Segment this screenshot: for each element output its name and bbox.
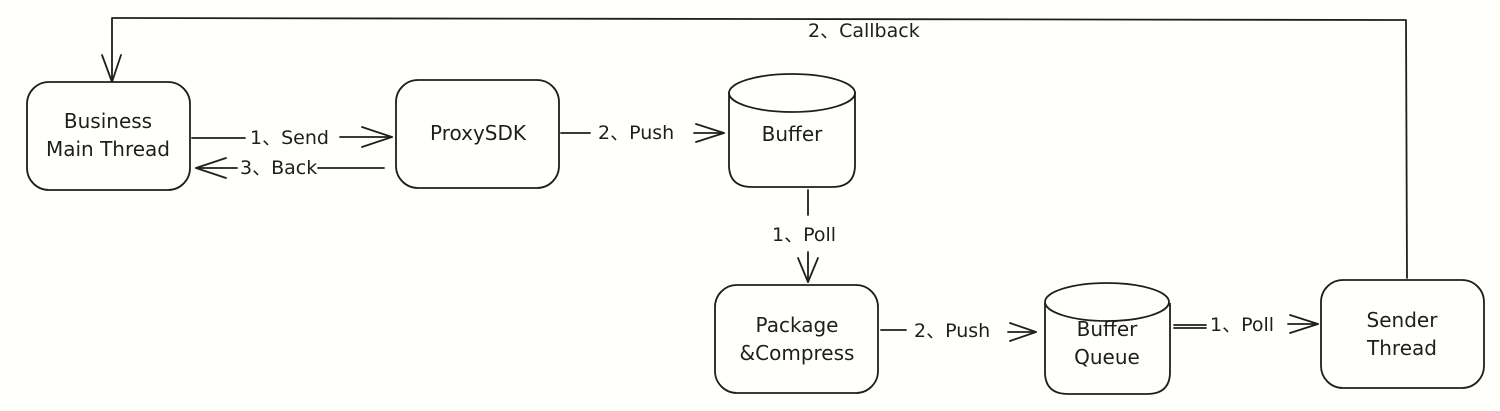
node-sender-thread[interactable]: Sender Thread	[1320, 279, 1485, 389]
node-buffer-queue[interactable]: Buffer Queue	[1044, 282, 1171, 395]
edge-poll-2[interactable]: 1、Poll	[1173, 314, 1319, 336]
node-proxysdk[interactable]: ProxySDK	[395, 79, 560, 189]
edge-push-1[interactable]: 2、Push	[560, 122, 725, 144]
node-package-compress[interactable]: Package &Compress	[714, 284, 879, 394]
edge-label-push-1: 2、Push	[598, 122, 674, 144]
node-label-line-1: ProxySDK	[430, 121, 527, 145]
edge-push-2[interactable]: 2、Push	[880, 320, 1037, 342]
edge-label-poll-2: 1、Poll	[1210, 314, 1274, 336]
edge-send[interactable]: 1、Send	[191, 126, 393, 149]
edge-callback[interactable]: 2、Callback	[101, 17, 1408, 279]
node-label-line-1: Package	[756, 313, 839, 337]
node-business-main-thread[interactable]: Business Main Thread	[26, 81, 191, 191]
node-label-line-2: Queue	[1074, 345, 1140, 369]
edge-label-back: 3、Back	[240, 157, 317, 179]
node-label-line-1: Buffer	[1077, 317, 1138, 341]
edge-poll-1[interactable]: 1、Poll	[772, 189, 836, 283]
edge-label-callback: 2、Callback	[808, 20, 920, 42]
node-label-line-1: Business	[64, 109, 152, 133]
node-label-line-1: Sender	[1367, 308, 1439, 332]
node-label-line-2: Main Thread	[46, 137, 170, 161]
node-label-line-2: Thread	[1366, 336, 1437, 360]
edge-label-poll-1: 1、Poll	[772, 224, 836, 246]
edge-label-send: 1、Send	[250, 127, 329, 149]
edge-back[interactable]: 3、Back	[195, 157, 385, 179]
node-label-line-1: Buffer	[762, 122, 823, 146]
node-label-line-2: &Compress	[740, 341, 855, 365]
edge-label-push-2: 2、Push	[914, 320, 990, 342]
node-buffer[interactable]: Buffer	[728, 73, 856, 188]
